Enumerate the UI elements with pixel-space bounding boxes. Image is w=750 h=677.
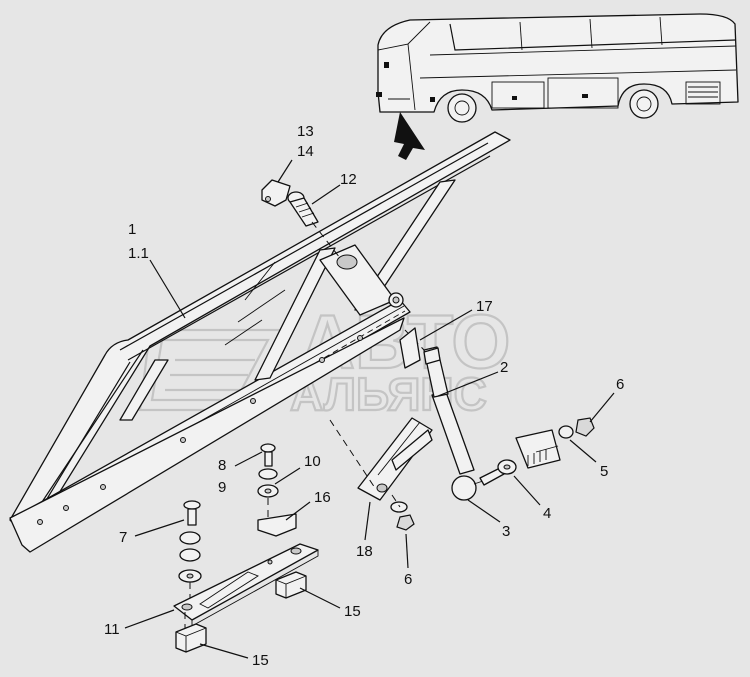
hatch-frame: [9, 131, 511, 553]
rubber-blocks-15: [175, 571, 307, 653]
direction-arrow-icon: [394, 112, 425, 160]
leader-lines: [124, 159, 615, 659]
callout-11: 11: [104, 621, 120, 638]
bolt-stack-left: [178, 500, 202, 600]
callout-3: 3: [502, 523, 510, 540]
nut-washer-lower: [390, 494, 415, 531]
callout-13: 13: [297, 123, 314, 140]
callout-4: 4: [543, 505, 551, 522]
callout-7: 7: [119, 529, 127, 546]
bus-icon: [376, 13, 739, 123]
callout-9: 9: [218, 479, 226, 496]
lock-knob: [261, 179, 341, 259]
callout-1-1: 1.1: [128, 245, 149, 262]
callout-15-upper: 15: [344, 603, 361, 620]
callout-6-lower: 6: [404, 571, 412, 588]
base-plate-11: [173, 543, 319, 630]
callout-2: 2: [500, 359, 508, 376]
ball-stud-assembly: [479, 417, 595, 486]
callout-10: 10: [304, 453, 321, 470]
bracket-17: [399, 327, 441, 369]
callout-14: 14: [297, 143, 314, 160]
callout-16: 16: [314, 489, 331, 506]
callout-12: 12: [340, 171, 357, 188]
callout-6-upper: 6: [616, 376, 624, 393]
bracket-18: [329, 417, 433, 501]
callout-18: 18: [356, 543, 373, 560]
callout-1: 1: [128, 221, 136, 238]
callout-17: 17: [476, 298, 493, 315]
callout-15-lower: 15: [252, 652, 269, 669]
callout-8: 8: [218, 457, 226, 474]
callout-labels: 13 14 12 1 1.1 17 2 6 5 4 3 18 6 8 9 10 …: [104, 123, 624, 669]
bolt-stack-right: [257, 443, 297, 537]
callout-5: 5: [600, 463, 608, 480]
